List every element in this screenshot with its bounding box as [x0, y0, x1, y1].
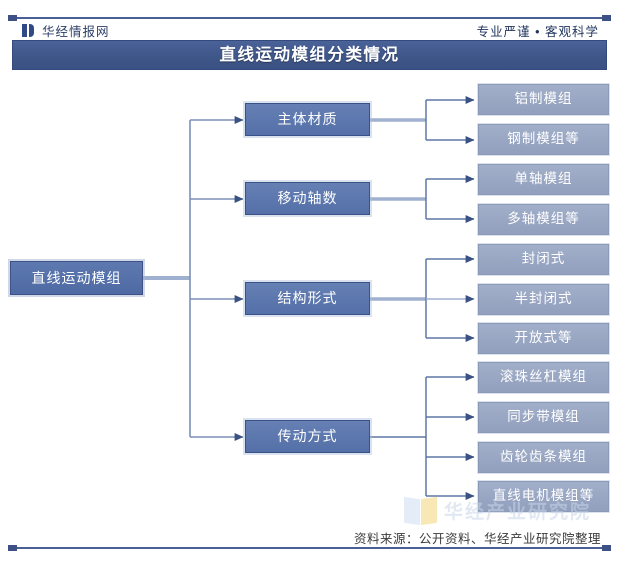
leaf-node-ball-screw-module[interactable]: 滚珠丝杠模组 — [478, 362, 609, 393]
leaf-label: 直线电机模组等 — [492, 488, 595, 504]
leaf-node-timing-belt-module[interactable]: 同步带模组 — [478, 402, 609, 433]
leaf-label: 封闭式 — [521, 251, 566, 267]
leaf-node-single-axis-module[interactable]: 单轴模组 — [478, 164, 609, 195]
leaf-label: 钢制模组等 — [507, 131, 580, 147]
leaf-label: 齿轮齿条模组 — [500, 449, 587, 465]
leaf-label: 开放式等 — [514, 330, 573, 346]
brand-name: 华经情报网 — [42, 25, 110, 39]
leaf-node-semi-enclosed[interactable]: 半封闭式 — [478, 284, 609, 315]
category-node-main-material[interactable]: 主体材质 — [245, 103, 370, 136]
leaf-label: 多轴模组等 — [507, 211, 580, 227]
bottom-divider-right-cap — [602, 545, 611, 551]
leaf-node-linear-motor-module[interactable]: 直线电机模组等 — [478, 481, 609, 512]
source-note: 资料来源：公开资料、华经产业研究院整理 — [353, 532, 601, 546]
page-title-bar: 直线运动模组分类情况 — [12, 40, 607, 70]
brand: 华经情报网 — [22, 21, 110, 40]
top-divider-left-cap — [8, 15, 17, 21]
top-divider-right-cap — [602, 15, 611, 21]
top-divider — [8, 17, 611, 19]
leaf-label: 同步带模组 — [507, 409, 580, 425]
leaf-label: 单轴模组 — [514, 171, 573, 187]
category-node-structure-type[interactable]: 结构形式 — [245, 282, 370, 315]
tree-root-label: 直线运动模组 — [31, 269, 122, 286]
category-label: 结构形式 — [277, 290, 338, 307]
category-node-axis-count[interactable]: 移动轴数 — [245, 182, 370, 215]
leaf-node-rack-pinion-module[interactable]: 齿轮齿条模组 — [478, 442, 609, 473]
bottom-divider — [8, 547, 611, 549]
book-mark-icon — [22, 24, 35, 37]
leaf-node-multi-axis-module[interactable]: 多轴模组等 — [478, 204, 609, 235]
leaf-node-enclosed[interactable]: 封闭式 — [478, 244, 609, 275]
leaf-label: 滚珠丝杠模组 — [500, 369, 587, 385]
category-label: 移动轴数 — [277, 190, 338, 207]
bottom-divider-left-cap — [8, 545, 17, 551]
classification-tree: 直线运动模组 主体材质 移动轴数 结构形式 传动方式 铝制模组 钢制模组等 单轴… — [0, 72, 619, 527]
tree-root-node[interactable]: 直线运动模组 — [10, 261, 143, 295]
leaf-label: 半封闭式 — [514, 291, 573, 307]
leaf-node-aluminium-module[interactable]: 铝制模组 — [478, 84, 609, 115]
leaf-node-open-type[interactable]: 开放式等 — [478, 323, 609, 354]
category-label: 传动方式 — [277, 428, 338, 445]
page-title: 直线运动模组分类情况 — [219, 46, 400, 64]
category-label: 主体材质 — [277, 111, 338, 128]
category-node-transmission[interactable]: 传动方式 — [245, 420, 370, 453]
header-tagline: 专业严谨 • 客观科学 — [476, 25, 599, 39]
leaf-label: 铝制模组 — [514, 91, 573, 107]
leaf-node-steel-module[interactable]: 钢制模组等 — [478, 124, 609, 155]
